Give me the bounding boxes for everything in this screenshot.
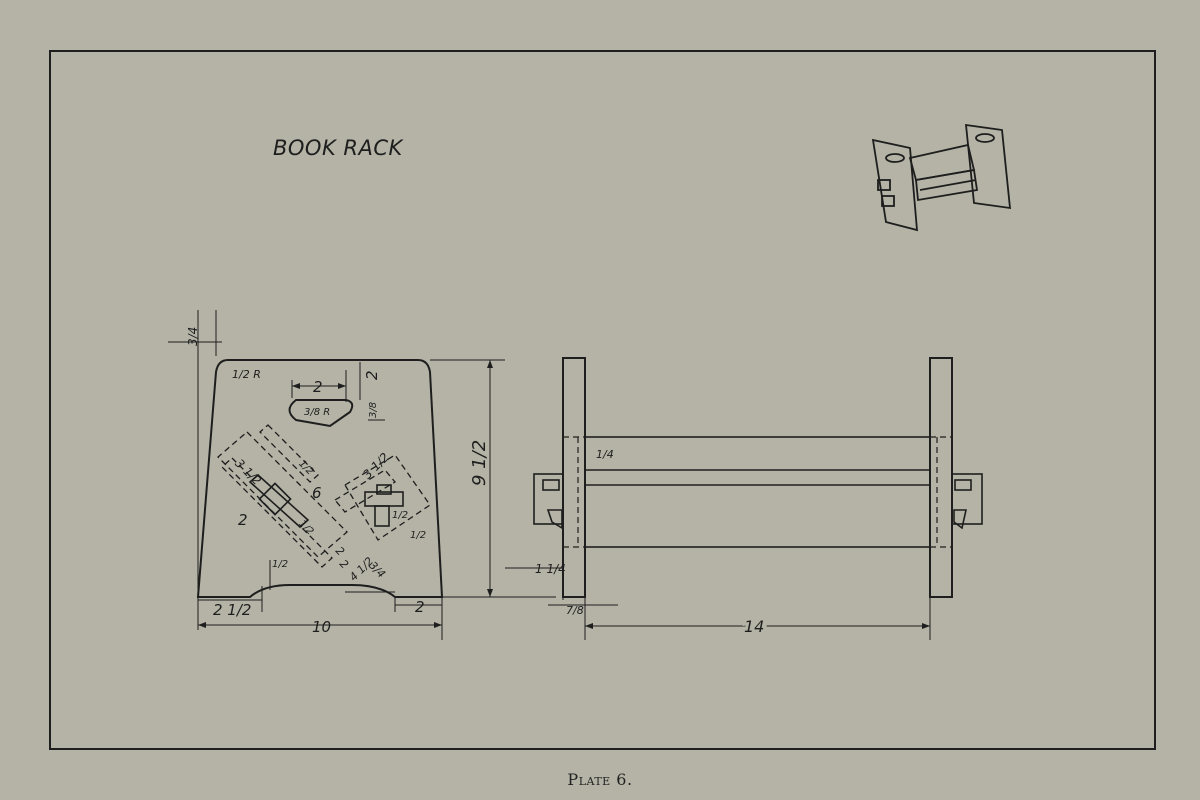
end-view — [168, 310, 556, 640]
dim-left-foot: 2 1/2 — [213, 601, 251, 619]
dim-top-margin: 3/4 — [186, 327, 200, 346]
through-tenons — [533, 473, 983, 530]
front-view — [505, 357, 983, 640]
dim-slot-length: 2 — [313, 378, 323, 396]
right-end-panel — [929, 357, 953, 598]
dim-lower-2: 2 — [337, 557, 351, 571]
shelf-board — [584, 436, 931, 548]
dim-slot-radius: 3/8 R — [304, 407, 330, 418]
dim-right-foot: 2 — [415, 598, 425, 616]
dim-shelf-quarter: 1/4 — [596, 448, 614, 461]
plate-caption: Plate 6. — [567, 770, 633, 789]
dim-corner-radius: 1/2 R — [232, 368, 261, 381]
dim-slot-offset: 3/8 — [368, 402, 379, 418]
dim-foot-half: 1/2 — [272, 559, 288, 570]
dim-mortise-b: 3 1/2 — [360, 450, 392, 482]
isometric-sketch — [871, 123, 1012, 232]
hand-hole-slot — [288, 399, 354, 428]
dim-width: 10 — [312, 618, 331, 636]
drawing-border — [49, 50, 1156, 750]
left-end-panel — [562, 357, 586, 598]
dim-mortise-half-d: 1/2 — [392, 510, 408, 521]
dim-length: 14 — [744, 617, 764, 636]
dim-thickness: 7/8 — [566, 604, 584, 617]
dim-tenon-offset: 1 1/4 — [535, 562, 566, 576]
dim-mortise-half-c: 1/2 — [410, 530, 426, 541]
right-mortise-group — [334, 454, 431, 541]
dim-mortise-2b: 2 — [333, 544, 347, 558]
dim-mortise-diag: 6 — [312, 484, 322, 502]
dim-mortise-half-a: 1/2 — [296, 458, 315, 477]
drawing-title: BOOK RACK — [273, 136, 403, 160]
dim-mortise-2a: 2 — [238, 511, 248, 529]
dim-height: 9 1/2 — [469, 440, 490, 486]
dim-slot-height: 2 — [363, 370, 381, 380]
